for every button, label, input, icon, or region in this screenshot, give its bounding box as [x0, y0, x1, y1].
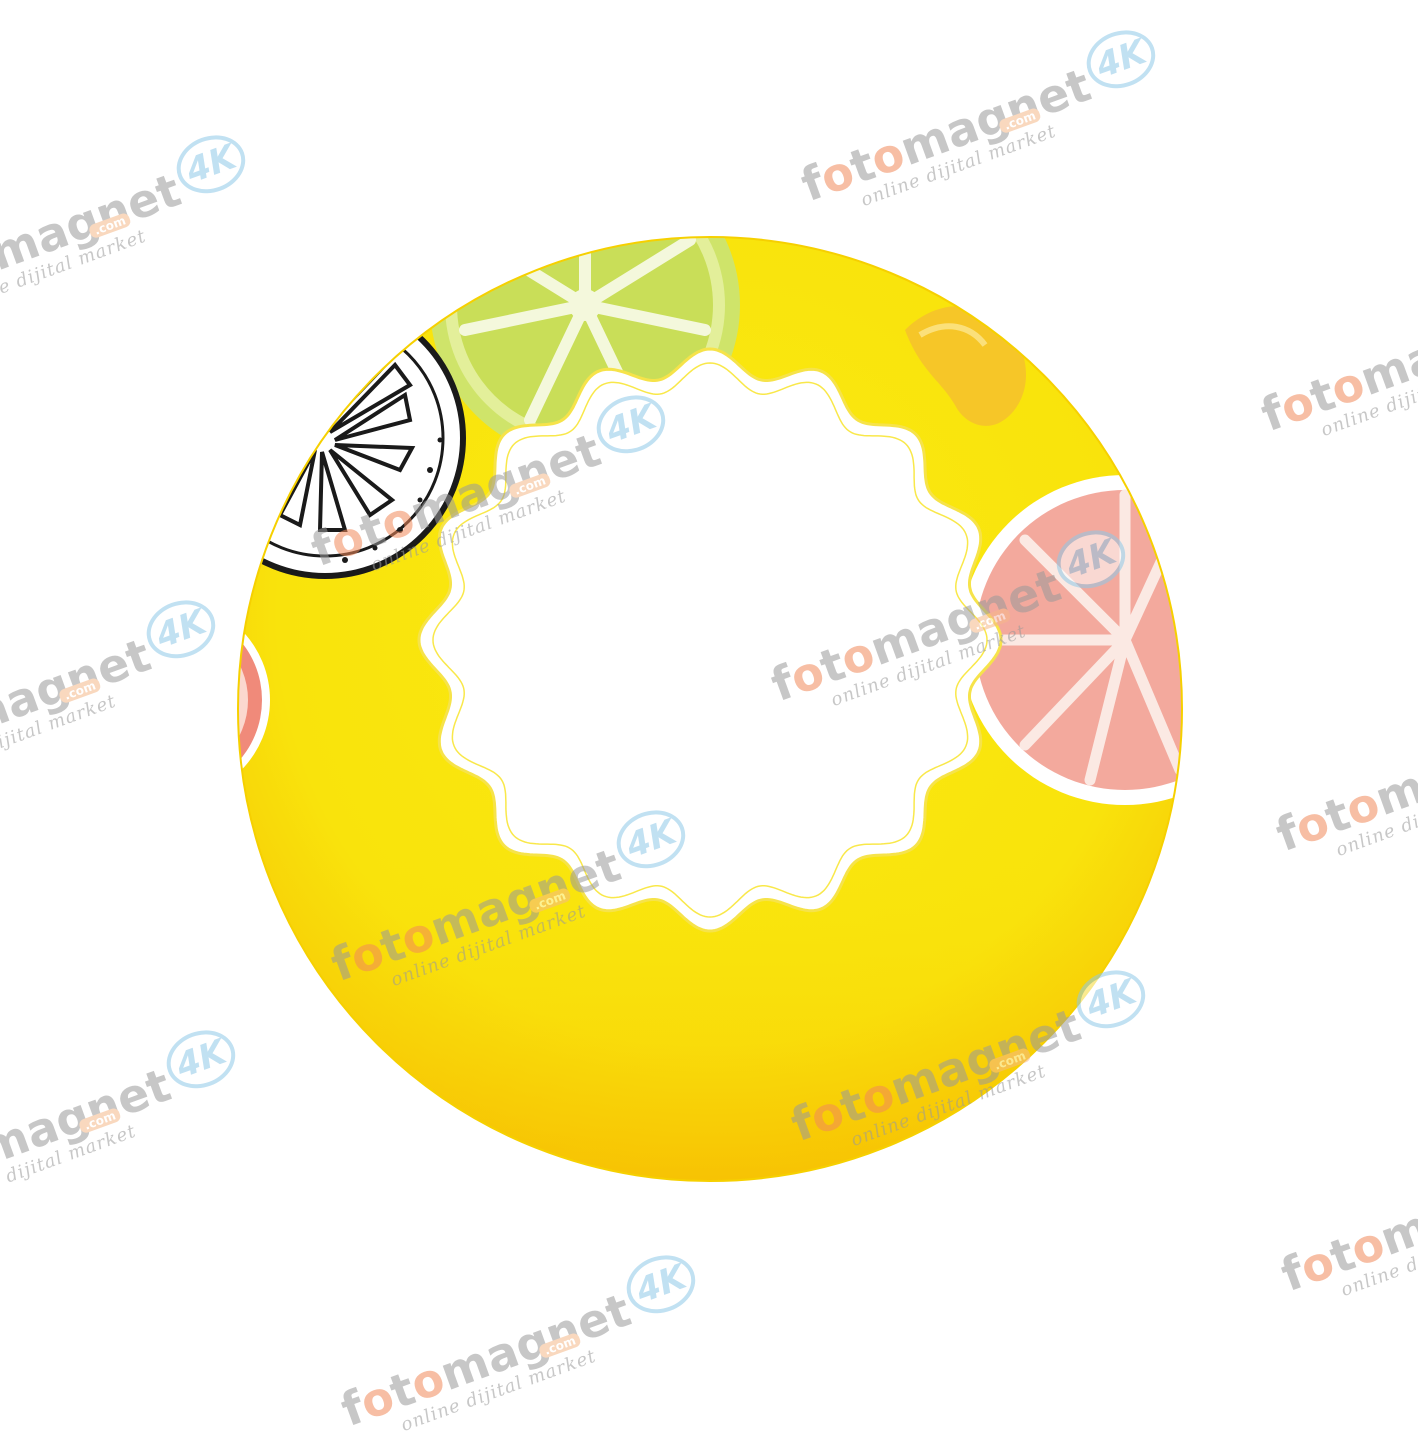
scallop-inner-area — [432, 362, 988, 918]
disc-edge — [237, 236, 1183, 1182]
grapefruit-slice — [960, 475, 1182, 805]
lemon-peel — [905, 306, 1027, 426]
circular-label-artwork — [237, 236, 1183, 1182]
pink-fruit-edge — [238, 600, 270, 800]
lemon-outline-slice — [238, 297, 466, 579]
scalloped-frame — [417, 347, 1003, 933]
